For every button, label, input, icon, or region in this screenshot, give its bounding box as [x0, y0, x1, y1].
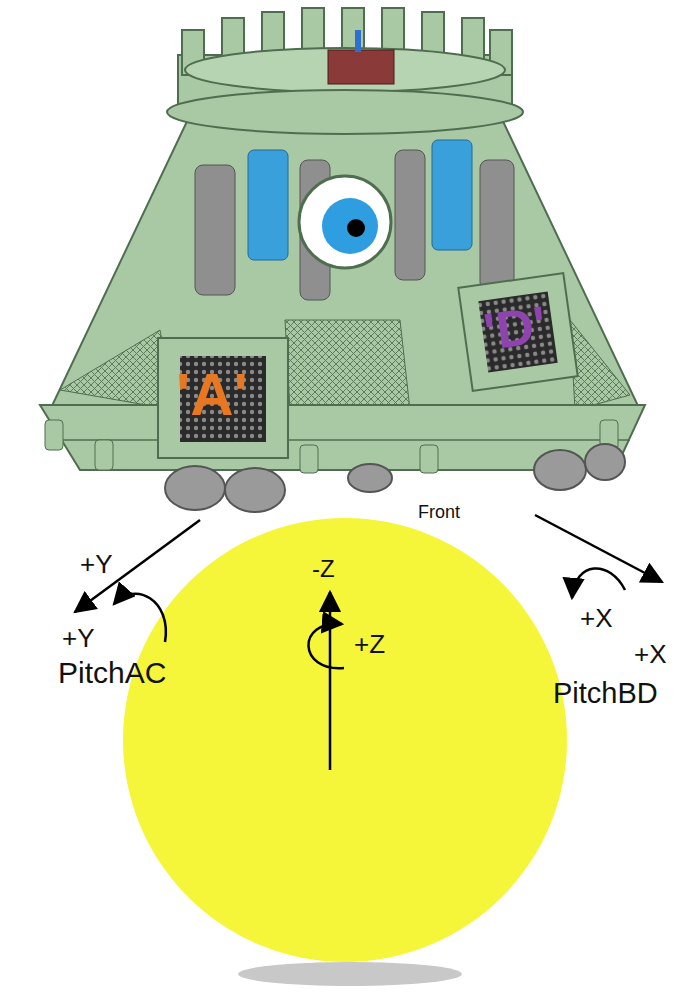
panel-letter: 'A': [176, 362, 248, 428]
panel-letter: 'D': [480, 296, 550, 361]
axis-name: PitchBD: [553, 678, 658, 710]
axis-label: +Y: [80, 550, 113, 579]
axis-name: PitchAC: [58, 656, 166, 689]
axis-label: +Z: [354, 630, 385, 659]
axis-label: -Z: [312, 556, 335, 582]
axis-label: +Y: [62, 624, 95, 653]
axis-label: +X: [634, 640, 667, 669]
axis-label: +X: [580, 604, 613, 633]
front-label: Front: [418, 503, 460, 523]
